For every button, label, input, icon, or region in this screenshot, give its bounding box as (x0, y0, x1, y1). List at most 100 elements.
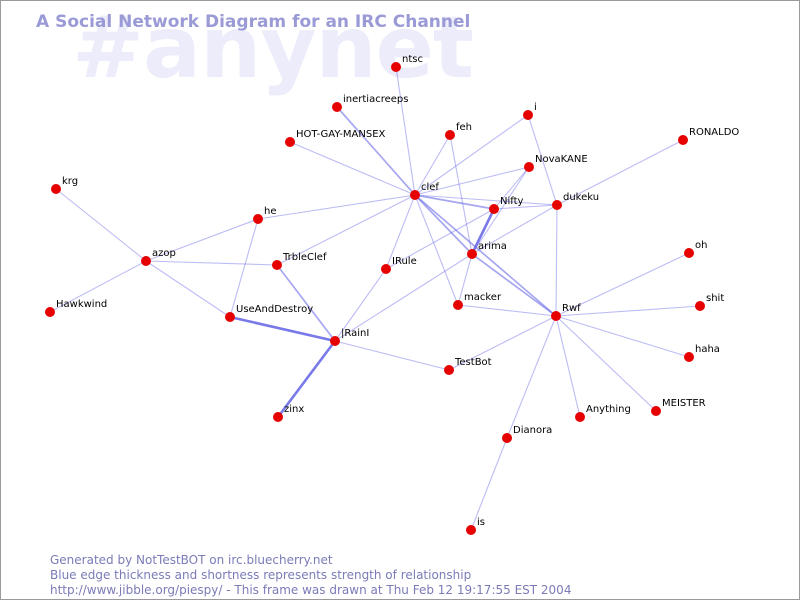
edge-IRainI-zinx (276, 340, 337, 418)
node-label: haha (695, 344, 720, 355)
edge-NovaKANE-arima (471, 166, 530, 255)
node-HOT-GAY-MANSEX: HOT-GAY-MANSEX (285, 129, 386, 147)
edge-krg-azop (55, 188, 147, 262)
node-Rwf: Rwf (551, 303, 581, 321)
node-label: TestBot (454, 357, 492, 368)
edge-IRainI-IRule (334, 268, 387, 342)
node-label: macker (464, 292, 502, 303)
node-dot (575, 412, 585, 422)
node-i: i (523, 102, 537, 120)
edge-Rwf-oh (555, 252, 690, 317)
node-dot (332, 102, 342, 112)
node-label: shit (706, 293, 724, 304)
node-label: ntsc (402, 54, 423, 65)
edge-feh-arima (449, 134, 473, 255)
edge-macker-Rwf (457, 304, 557, 317)
node-label: dukeku (563, 192, 599, 203)
edge-feh-clef (414, 134, 451, 196)
node-label: |RainI (341, 328, 369, 339)
edge-clef-Rwf (414, 194, 557, 317)
edge-ntsc-clef (395, 66, 416, 196)
node-Nifty: Nifty (489, 196, 524, 214)
edge-TestBot-Rwf (448, 315, 557, 371)
edge-azop-Hawkwind (49, 260, 147, 313)
node-label: Rwf (562, 303, 581, 314)
node-dot (391, 62, 401, 72)
node-krg: krg (51, 176, 78, 194)
node-shit: shit (695, 293, 724, 311)
diagram-title: A Social Network Diagram for an IRC Chan… (36, 12, 471, 32)
edge-Nifty-IRule (385, 208, 495, 270)
edge-IRainI-TestBot (334, 340, 450, 371)
footer: Generated by NotTestBOT on irc.bluecherr… (50, 553, 571, 598)
node-dukeku: dukeku (552, 192, 599, 210)
node-dot (684, 352, 694, 362)
node-label: zinx (284, 404, 304, 415)
node-oh: oh (684, 240, 707, 258)
edge-clef-Nifty (414, 194, 495, 210)
edge-azop-TrbleClef (145, 260, 278, 266)
node-label: oh (695, 240, 707, 251)
node-dot (51, 184, 61, 194)
node-arima: arima (467, 241, 507, 259)
node-IRule: IRule (381, 256, 417, 274)
node-label: Nifty (500, 196, 524, 207)
node-Hawkwind: Hawkwind (45, 299, 107, 317)
edge-arima-macker (457, 253, 473, 306)
node-dot (467, 249, 477, 259)
node-label: azop (152, 248, 176, 259)
node-label: Anything (586, 404, 631, 415)
node-dot (684, 248, 694, 258)
node-label: UseAndDestroy (236, 304, 313, 315)
edge-he-clef (257, 194, 416, 220)
node-label: is (477, 517, 485, 528)
node-is: is (466, 517, 485, 535)
edge-layer (49, 66, 701, 531)
node-label: arima (478, 241, 507, 252)
node-label: krg (62, 176, 78, 187)
edge-dukeku-Rwf (555, 204, 558, 317)
edge-HOT-GAY-MANSEX-clef (289, 141, 416, 196)
node-MEISTER: MEISTER (651, 398, 706, 416)
node-dot (444, 365, 454, 375)
node-layer: ntscinertiacreepsHOT-GAY-MANSEXfehiRONAL… (45, 54, 739, 535)
footer-legend-note: Blue edge thickness and shortness repres… (50, 568, 472, 582)
node-dot (141, 256, 151, 266)
node-NovaKANE: NovaKANE (524, 154, 588, 172)
edge-Rwf-haha (555, 315, 690, 358)
edge-i-clef (414, 114, 529, 196)
edge-i-dukeku (527, 114, 558, 206)
node-label: HOT-GAY-MANSEX (296, 129, 386, 140)
edge-azop-UseAndDestroy (145, 260, 231, 318)
node-label: NovaKANE (535, 154, 588, 165)
channel-watermark: #anynet (72, 0, 474, 98)
node-feh: feh (445, 122, 472, 140)
node-inertiacreeps: inertiacreeps (332, 94, 408, 112)
node-dot (678, 135, 688, 145)
node-UseAndDestroy: UseAndDestroy (225, 304, 313, 322)
node-dot (552, 200, 562, 210)
node-label: feh (456, 122, 472, 133)
edge-Nifty-dukeku (493, 204, 558, 210)
node-dot (272, 260, 282, 270)
edge-IRainI-arima (334, 253, 473, 342)
node-dot (523, 110, 533, 120)
edge-NovaKANE-clef (414, 166, 530, 196)
node-label: clef (421, 182, 439, 193)
edge-clef-arima (414, 194, 473, 255)
node-dot (695, 301, 705, 311)
node-label: he (264, 206, 277, 217)
node-TestBot: TestBot (444, 357, 492, 375)
node-dot (651, 406, 661, 416)
node-macker: macker (453, 292, 502, 310)
node-dot (466, 525, 476, 535)
edge-clef-TrbleClef (276, 194, 416, 266)
edge-Rwf-Dianora (506, 315, 557, 439)
node-dot (45, 307, 55, 317)
node-label: Hawkwind (56, 299, 107, 310)
footer-generated-by: Generated by NotTestBOT on irc.bluecherr… (50, 553, 333, 567)
node-label: Dianora (513, 425, 552, 436)
node-label: MEISTER (662, 398, 706, 409)
edge-clef-dukeku (414, 194, 558, 206)
